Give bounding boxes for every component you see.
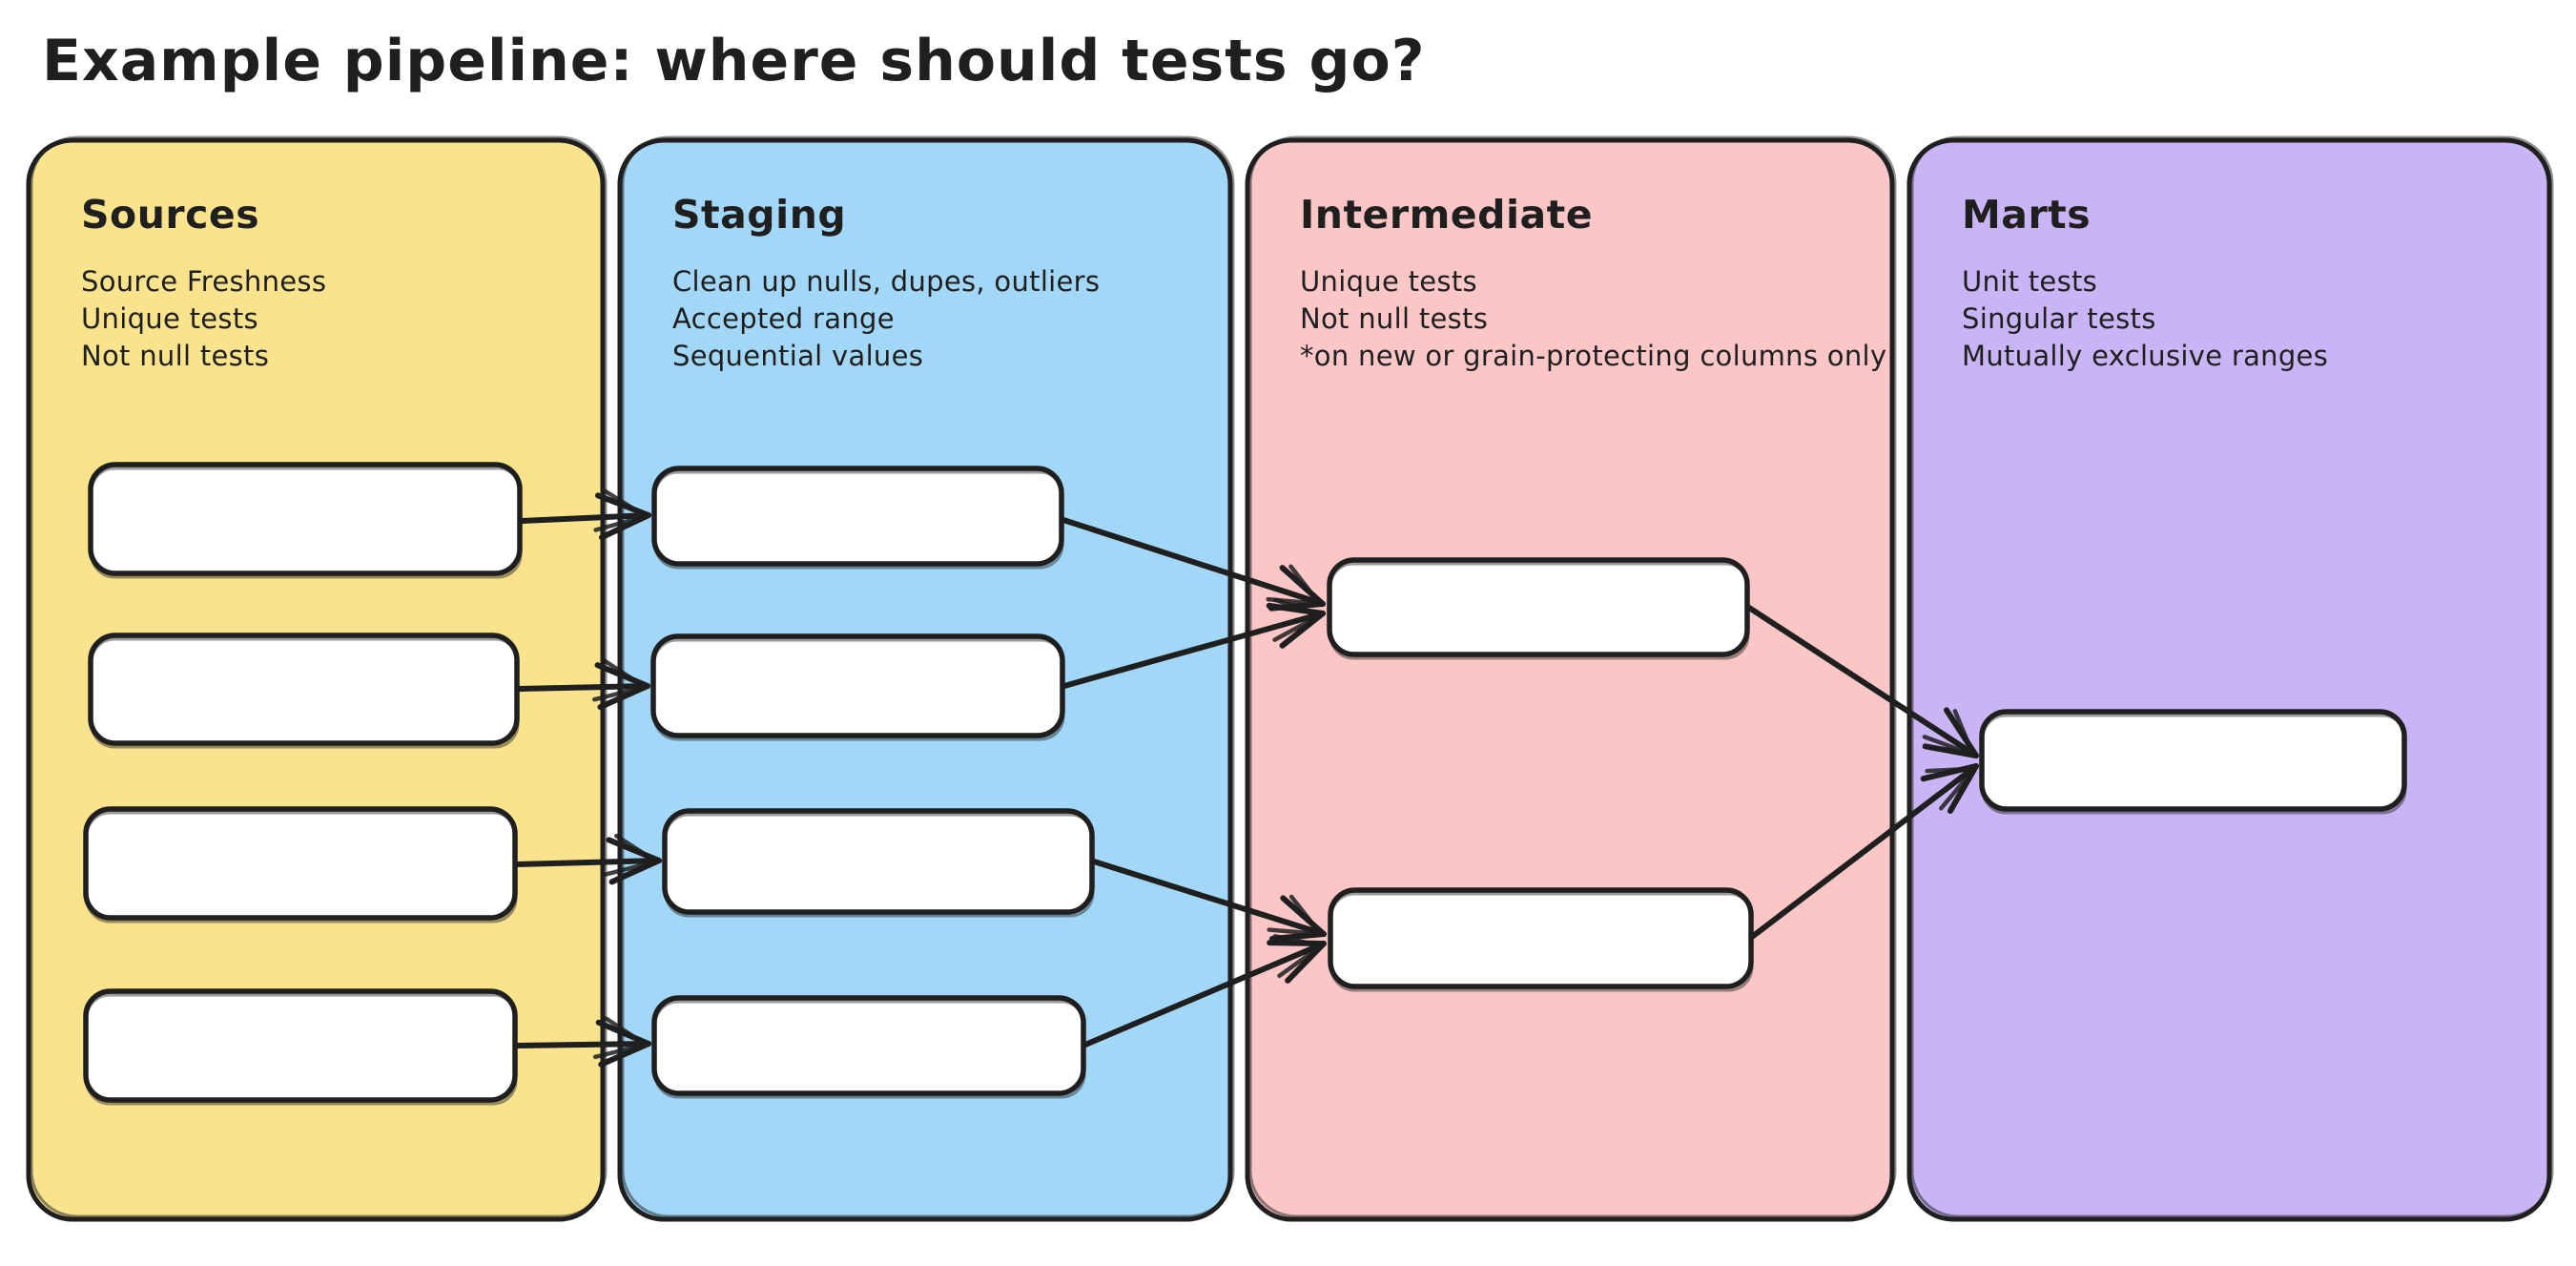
- node-src-3: [83, 806, 518, 924]
- edge-int-2-to-mrt-1: [1749, 763, 1980, 940]
- edge-stg-3-to-int-2: [1091, 859, 1327, 942]
- column-sources-note-1: Source Freshness: [81, 265, 326, 298]
- column-marts-sketch-stroke: [1910, 135, 2554, 1218]
- column-sources-note-3: Not null tests: [81, 340, 269, 372]
- node-src-3-sketch-stroke: [85, 811, 518, 924]
- node-stg-2: [650, 633, 1065, 741]
- column-staging-note-2: Accepted range: [672, 302, 895, 335]
- edge-stg-1-to-int-1: [1061, 517, 1326, 612]
- node-stg-4-sketch-stroke: [653, 1000, 1086, 1099]
- column-staging-note-1: Clean up nulls, dupes, outliers: [672, 265, 1100, 298]
- node-mrt-1: [1979, 709, 2407, 815]
- node-int-2: [1328, 887, 1754, 992]
- node-src-1-sketch-stroke: [90, 467, 523, 579]
- node-stg-2-sketch-stroke: [652, 638, 1065, 741]
- column-intermediate-note-3: *on new or grain-protecting columns only: [1300, 340, 1886, 372]
- node-stg-1-box: [651, 466, 1064, 567]
- node-stg-1-sketch-stroke: [653, 470, 1064, 570]
- node-int-1-box: [1327, 557, 1750, 657]
- column-marts-panel: [1906, 137, 2552, 1222]
- edge-stg-4-to-int-2: [1082, 934, 1328, 1048]
- column-intermediate-note-1: Unique tests: [1300, 265, 1477, 298]
- edge-src-1-to-stg-1: [519, 488, 651, 541]
- node-src-4-sketch-stroke: [85, 993, 518, 1106]
- node-src-1-box: [88, 462, 523, 576]
- node-stg-3-box: [662, 808, 1095, 915]
- column-marts-note-1: Unit tests: [1962, 265, 2097, 298]
- column-sources-note-2: Unique tests: [81, 302, 258, 335]
- node-stg-4: [651, 995, 1086, 1099]
- node-stg-1: [651, 466, 1064, 570]
- edge-src-3-to-stg-3: [514, 833, 662, 885]
- column-intermediate-sketch-stroke: [1248, 135, 1897, 1218]
- edge-src-2-to-stg-2: [516, 658, 650, 711]
- node-src-4: [83, 988, 518, 1106]
- node-stg-4-box: [651, 995, 1086, 1096]
- node-src-1: [88, 462, 523, 579]
- node-src-3-box: [83, 806, 518, 921]
- node-src-2-sketch-stroke: [90, 637, 520, 749]
- node-int-2-box: [1328, 887, 1754, 989]
- column-sources-title: Sources: [81, 192, 259, 238]
- node-stg-2-box: [650, 633, 1065, 738]
- column-intermediate-note-2: Not null tests: [1300, 302, 1488, 335]
- node-stg-3: [662, 808, 1095, 918]
- node-src-2: [88, 633, 520, 749]
- node-mrt-1-sketch-stroke: [1981, 714, 2407, 815]
- column-marts-note-3: Mutually exclusive ranges: [1962, 340, 2328, 372]
- node-src-2-box: [88, 633, 520, 746]
- column-marts-title: Marts: [1962, 192, 2091, 238]
- page-title: Example pipeline: where should tests go?: [42, 28, 1426, 94]
- node-int-1-sketch-stroke: [1329, 562, 1750, 660]
- edge-stg-2-to-int-1: [1061, 597, 1326, 689]
- node-src-4-box: [83, 988, 518, 1103]
- column-marts-note-2: Singular tests: [1962, 302, 2156, 335]
- column-staging-note-3: Sequential values: [672, 340, 923, 372]
- column-intermediate-title: Intermediate: [1300, 192, 1593, 238]
- node-stg-3-sketch-stroke: [664, 813, 1095, 918]
- column-staging-title: Staging: [672, 192, 846, 238]
- edge-int-1-to-mrt-1: [1746, 605, 1979, 759]
- node-int-2-sketch-stroke: [1329, 892, 1754, 992]
- edge-src-4-to-stg-4: [514, 1016, 651, 1068]
- node-mrt-1-box: [1979, 709, 2407, 812]
- node-int-1: [1327, 557, 1750, 660]
